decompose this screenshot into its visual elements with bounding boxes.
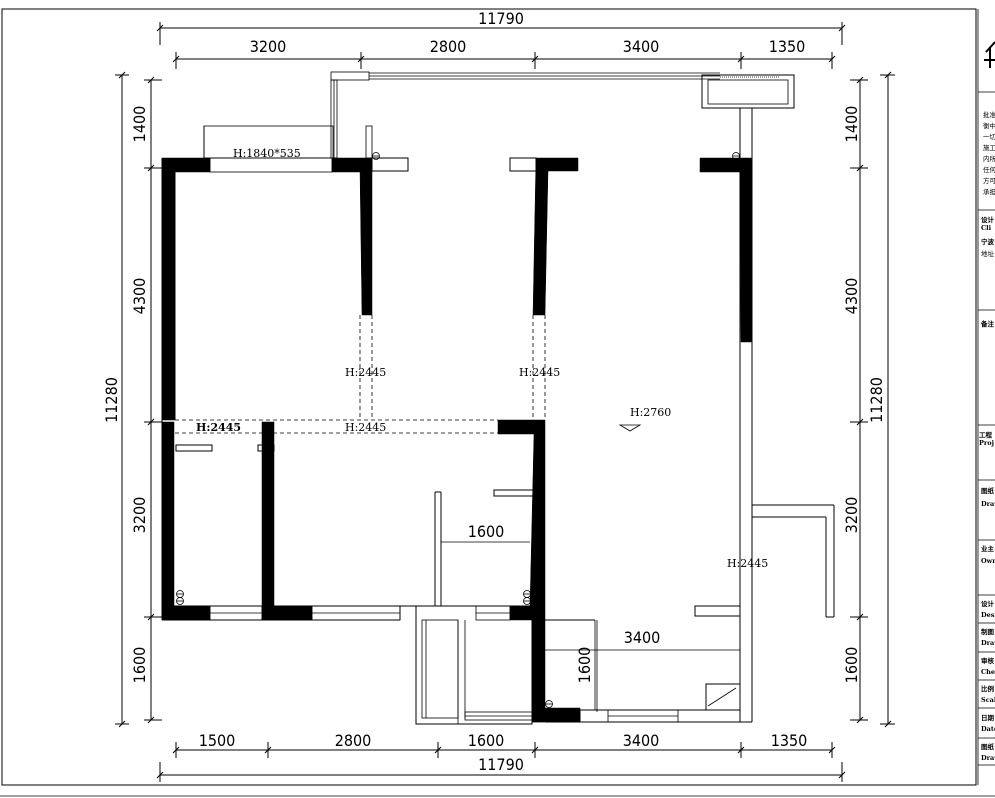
inner-dim-1600-horizontal: 1600	[468, 522, 505, 541]
logo-icon	[984, 41, 995, 68]
tb-project-cn: 工程	[979, 430, 993, 439]
tb-remark: 备注	[980, 319, 995, 328]
tb-note-1: 批准	[983, 110, 995, 119]
tb-drawingno-en: Draw	[981, 754, 995, 762]
right-total-dimension: 11280	[867, 377, 886, 423]
tb-note-3: 一切	[983, 133, 995, 141]
top-total-dimension: 11790	[478, 9, 524, 28]
tb-drawn-cn: 制图	[981, 627, 995, 636]
left-dim-4: 1600	[130, 647, 149, 684]
bottom-dim-5: 1350	[771, 731, 808, 750]
tb-client-en: Cli	[981, 224, 992, 232]
top-dim-3: 3400	[623, 37, 660, 56]
tb-designer-en: Desi	[981, 611, 995, 619]
tb-owner-en: Own	[981, 557, 995, 565]
title-block	[975, 9, 995, 785]
beam-height-label-5: H:2445	[727, 557, 768, 570]
structural-walls	[161, 157, 753, 723]
left-dim-1: 1400	[130, 106, 149, 143]
bottom-dim-3: 1600	[468, 731, 505, 750]
top-dimension-lines	[156, 22, 846, 69]
beam-height-label-1: H:2445	[345, 366, 386, 379]
tb-checked-en: Chec	[981, 668, 995, 676]
tb-note-7: 方可	[983, 176, 995, 185]
beam-height-label-2: H:2445	[519, 366, 560, 379]
left-dim-2: 4300	[130, 278, 149, 315]
left-dimension-lines	[115, 71, 162, 728]
tb-drawingno-cn: 图纸	[981, 742, 995, 751]
tb-drawing-en: Draw	[981, 500, 995, 508]
inner-dim-1600-vertical: 1600	[575, 647, 594, 684]
tb-owner-cn: 业主	[981, 544, 995, 553]
bottom-total-dimension: 11790	[478, 755, 524, 774]
beam-height-label-4: H:2445	[345, 421, 386, 434]
bottom-dimension-lines	[156, 742, 846, 782]
tb-note-4: 施工	[983, 143, 995, 152]
right-dim-1: 1400	[842, 106, 861, 143]
tb-date-en: Date	[981, 725, 995, 733]
tb-note-8: 承担	[983, 187, 995, 196]
top-dim-2: 2800	[430, 37, 467, 56]
tb-note-2: 衡中	[983, 121, 995, 130]
bay-window-label: H:1840*535	[233, 147, 301, 160]
inner-dimension-lines	[441, 541, 740, 712]
tb-address: 地址	[981, 249, 995, 258]
tb-drawn-en: Draw	[981, 639, 995, 647]
tb-scale-en: Scal	[981, 696, 995, 704]
tb-project-en: Proj	[979, 439, 994, 447]
right-dim-2: 4300	[842, 278, 861, 315]
left-total-dimension: 11280	[102, 377, 121, 423]
right-dim-4: 1600	[842, 647, 861, 684]
left-dim-3: 3200	[130, 497, 149, 534]
dashed-beams	[175, 315, 753, 606]
inner-dim-3400: 3400	[624, 628, 661, 647]
right-dim-3: 3200	[842, 497, 861, 534]
tb-note-6: 任何	[983, 165, 995, 174]
outlet-symbols	[176, 152, 740, 708]
bottom-dim-1: 1500	[199, 731, 236, 750]
tb-client-cn: 设计	[981, 215, 995, 224]
tb-scale-cn: 比例	[981, 684, 995, 693]
bottom-dim-2: 2800	[335, 731, 372, 750]
tb-note-5: 内所	[983, 154, 995, 163]
top-dim-1: 3200	[250, 37, 287, 56]
tb-date-cn: 日期	[981, 713, 995, 722]
tb-company: 宁波	[981, 237, 995, 246]
top-dim-4: 1350	[769, 37, 806, 56]
tb-checked-cn: 审核	[981, 656, 995, 665]
tb-designer-cn: 设计	[981, 599, 995, 608]
bottom-dim-4: 3400	[623, 731, 660, 750]
tb-drawing-cn: 图纸	[981, 486, 995, 495]
beam-height-label-3: H:2445	[196, 421, 241, 434]
ceiling-height-label: H:2760	[630, 406, 671, 419]
right-dimension-lines	[850, 71, 895, 728]
